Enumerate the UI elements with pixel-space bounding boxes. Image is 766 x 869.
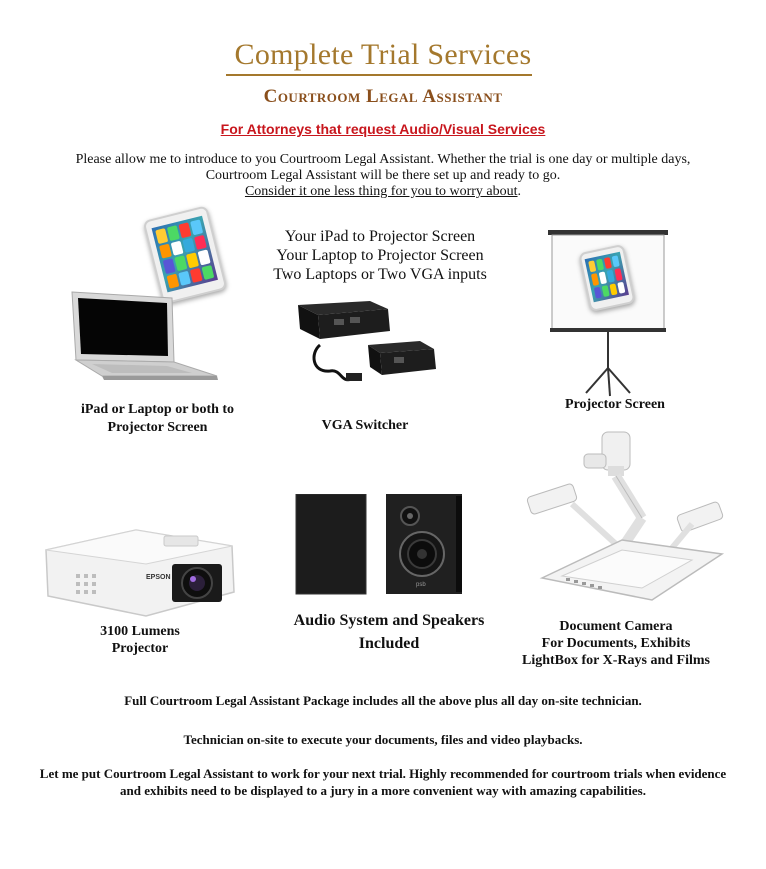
vga-caption: VGA Switcher xyxy=(321,418,409,433)
page-title: Complete Trial Services xyxy=(234,38,532,71)
laptop-icon xyxy=(62,290,222,390)
speaker-icon: psb xyxy=(292,493,472,596)
closing-paragraph: Let me put Courtroom Legal Assistant to … xyxy=(39,766,727,798)
tagline: For Attorneys that request Audio/Visual … xyxy=(220,121,546,137)
document-camera-icon xyxy=(522,428,736,604)
screen-caption: Projector Screen xyxy=(565,397,665,412)
laptop-caption-line-2: Projector Screen xyxy=(107,420,208,435)
offering-line-2: Your Laptop to Projector Screen xyxy=(276,247,484,264)
audio-caption-line-1: Audio System and Speakers xyxy=(293,612,485,629)
vga-switcher-icon xyxy=(290,293,440,393)
offering-line-3: Two Laptops or Two VGA inputs xyxy=(273,266,487,283)
doccam-caption-line-2: For Documents, Exhibits xyxy=(541,636,691,651)
subtitle: Courtroom Legal Assistant xyxy=(263,86,503,107)
audio-caption-line-2: Included xyxy=(358,635,420,652)
offering-line-1: Your iPad to Projector Screen xyxy=(284,228,476,245)
projector-screen-icon xyxy=(548,228,668,398)
speaker-brand: psb xyxy=(416,582,426,588)
projector-brand: EPSON xyxy=(146,574,171,581)
intro-underlined: Consider it one less thing for you to wo… xyxy=(244,184,518,199)
projector-icon: EPSON xyxy=(36,522,246,622)
title-underline xyxy=(226,74,532,76)
projector-caption-line-1: 3100 Lumens xyxy=(100,624,180,639)
doccam-caption-line-1: Document Camera xyxy=(559,619,673,634)
doccam-caption-line-3: LightBox for X-Rays and Films xyxy=(522,653,710,668)
laptop-caption-line-1: iPad or Laptop or both to xyxy=(80,402,235,417)
technician-statement: Technician on-site to execute your docum… xyxy=(183,732,583,747)
intro-text: Please allow me to introduce to you Cour… xyxy=(75,152,691,183)
projector-caption-line-2: Projector xyxy=(111,641,169,656)
intro-end-mark: . xyxy=(517,184,522,199)
package-statement: Full Courtroom Legal Assistant Package i… xyxy=(124,693,642,708)
intro-paragraph: Please allow me to introduce to you Cour… xyxy=(60,152,706,200)
